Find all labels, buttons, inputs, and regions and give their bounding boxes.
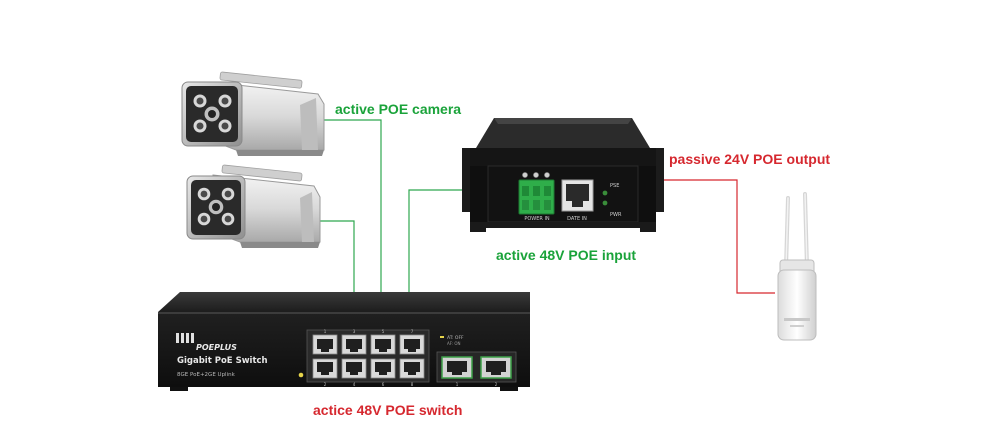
line-camera1-to-switch: [305, 119, 382, 330]
label-active-poe-camera: active POE camera: [335, 101, 462, 117]
label-passive-24v-poe-output: passive 24V POE output: [669, 151, 831, 167]
port-num-5: 5: [382, 329, 385, 334]
poe-injector: POWER IN DATE IN PSE PWR: [462, 118, 664, 232]
port-num-8: 8: [411, 382, 414, 387]
pwr-led: [602, 200, 608, 206]
port-num-7: 7: [411, 329, 414, 334]
injector-data-label: DATE IN: [567, 216, 587, 222]
port-num-4: 4: [353, 382, 356, 387]
injector-pse-label: PSE: [610, 183, 619, 189]
line-switch-to-injector: [408, 189, 472, 330]
camera-1: [181, 71, 325, 156]
switch-logo: POEPLUS: [176, 333, 237, 352]
uplink-num-2: 2: [495, 382, 498, 387]
switch-submodel: 8GE PoE+2GE Uplink: [177, 372, 236, 378]
camera-mount: [300, 98, 318, 150]
port-num-2: 2: [324, 382, 327, 387]
wifi-access-point: [777, 192, 817, 341]
switch-brand: POEPLUS: [196, 343, 237, 352]
switch-model: Gigabit PoE Switch: [177, 356, 268, 366]
port-num-6: 6: [382, 382, 385, 387]
camera-2: [186, 164, 321, 248]
poe-switch: POEPLUS Gigabit PoE Switch 8GE PoE+2GE U…: [158, 292, 530, 391]
connection-lines: [305, 119, 775, 330]
label-actice-48v-poe-switch: actice 48V POE switch: [313, 402, 463, 418]
injector-pwr-label: PWR: [610, 212, 622, 218]
line-injector-to-ap: [648, 179, 775, 294]
power-led: [298, 372, 304, 378]
pse-led: [602, 190, 608, 196]
injector-power-label: POWER IN: [524, 216, 550, 222]
switch-led-text-2: AF: ON: [447, 341, 461, 346]
switch-led-text: AT: OFF: [447, 335, 464, 341]
uplink-num-1: 1: [456, 382, 459, 387]
port-num-3: 3: [353, 329, 356, 334]
label-active-48v-poe-input: active 48V POE input: [496, 247, 637, 263]
port-num-1: 1: [324, 329, 327, 334]
